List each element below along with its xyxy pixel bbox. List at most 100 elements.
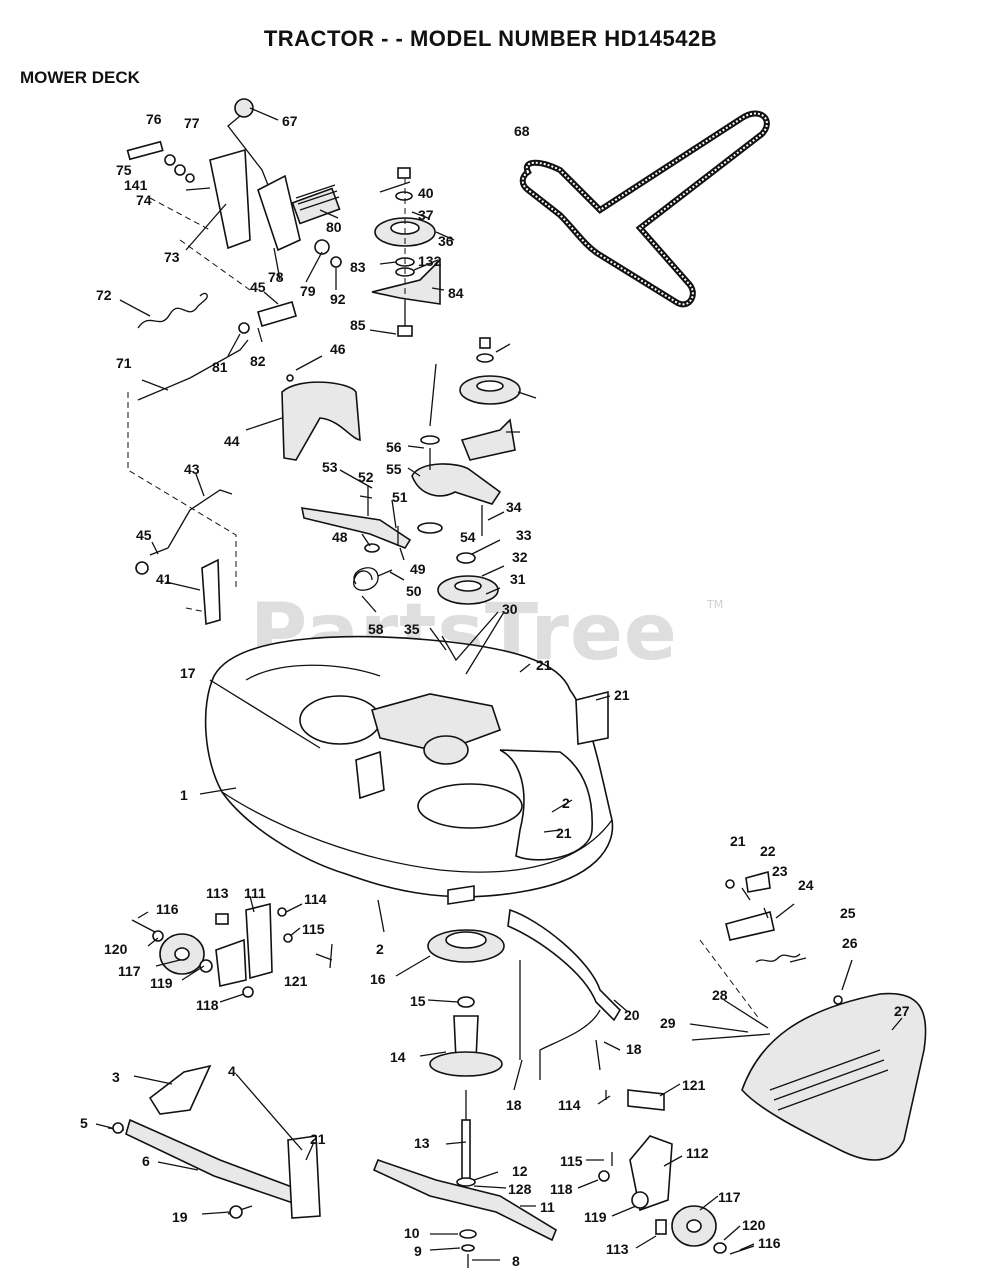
callout-141: 141 xyxy=(124,177,148,193)
drive-belt xyxy=(519,110,770,308)
lift-arm-assembly xyxy=(107,1064,321,1219)
callout-72: 72 xyxy=(96,287,112,303)
callout-73: 73 xyxy=(164,249,180,265)
right-idler-pulley xyxy=(598,1089,755,1255)
callout-51: 51 xyxy=(392,489,408,505)
callout-14: 14 xyxy=(390,1049,406,1065)
callout-114a: 114 xyxy=(304,891,327,907)
callout-48: 48 xyxy=(332,529,348,545)
callout-29: 29 xyxy=(660,1015,676,1031)
callout-2a: 2 xyxy=(562,795,570,811)
callout-75: 75 xyxy=(116,162,132,178)
belt-guard xyxy=(281,374,361,461)
callout-78: 78 xyxy=(268,269,284,285)
callout-5: 5 xyxy=(80,1115,88,1131)
callout-8: 8 xyxy=(512,1253,520,1269)
callout-46: 46 xyxy=(330,341,346,357)
callout-22: 22 xyxy=(760,843,776,859)
callout-44: 44 xyxy=(224,433,240,449)
callout-30: 30 xyxy=(502,601,518,617)
callout-77: 77 xyxy=(184,115,200,131)
callout-31: 31 xyxy=(510,571,526,587)
callout-9: 9 xyxy=(414,1243,422,1259)
callout-118b: 118 xyxy=(550,1181,573,1197)
callout-27: 27 xyxy=(894,1003,910,1019)
lift-handle-assembly xyxy=(126,98,342,291)
callout-120a: 120 xyxy=(104,941,128,957)
spindle-assembly xyxy=(427,929,505,1187)
callout-118a: 118 xyxy=(196,997,219,1013)
callout-114b: 114 xyxy=(558,1097,581,1113)
callout-2b: 2 xyxy=(376,941,384,957)
callout-56: 56 xyxy=(386,439,402,455)
callout-81: 81 xyxy=(212,359,228,375)
callout-21b: 21 xyxy=(614,687,630,703)
callout-11: 11 xyxy=(540,1199,555,1215)
callout-49: 49 xyxy=(410,561,426,577)
front-hanger-bracket xyxy=(507,908,622,1100)
callout-43: 43 xyxy=(184,461,200,477)
callout-132: 132 xyxy=(418,253,442,269)
callout-18b: 18 xyxy=(506,1097,522,1113)
callout-68: 68 xyxy=(514,123,530,139)
watermark-trademark: TM xyxy=(707,598,724,611)
lift-spring-and-rods xyxy=(127,292,297,588)
callout-41: 41 xyxy=(156,571,172,587)
lower-idler-pulley-stack xyxy=(411,337,521,605)
callout-28: 28 xyxy=(712,987,728,1003)
callout-117a: 117 xyxy=(118,963,141,979)
callout-17: 17 xyxy=(180,665,196,681)
callout-116b: 116 xyxy=(758,1235,781,1251)
lift-rod-left xyxy=(135,489,233,626)
callout-83: 83 xyxy=(350,259,366,275)
callout-15: 15 xyxy=(410,993,426,1009)
callout-12: 12 xyxy=(512,1163,528,1179)
callout-116a: 116 xyxy=(156,901,179,917)
callout-40a: 40 xyxy=(418,185,434,201)
mower-deck-housing xyxy=(204,635,614,905)
callout-115b: 115 xyxy=(560,1153,583,1169)
upper-idler-pulley-stack xyxy=(371,167,441,337)
callout-6: 6 xyxy=(142,1153,150,1169)
callout-21c: 21 xyxy=(556,825,572,841)
callout-82: 82 xyxy=(250,353,266,369)
callout-84: 84 xyxy=(448,285,464,301)
callout-121b: 121 xyxy=(682,1077,706,1093)
callout-115a: 115 xyxy=(302,921,325,937)
callout-10: 10 xyxy=(404,1225,420,1241)
callout-71: 71 xyxy=(116,355,132,371)
callout-23: 23 xyxy=(772,863,788,879)
callout-85: 85 xyxy=(350,317,366,333)
callout-33: 33 xyxy=(516,527,532,543)
mower-blade xyxy=(372,1158,557,1268)
callout-55: 55 xyxy=(386,461,402,477)
callout-92: 92 xyxy=(330,291,346,307)
callout-labels: 76 77 67 68 75 141 74 73 80 78 79 92 40 … xyxy=(80,111,910,1269)
callout-16: 16 xyxy=(370,971,386,987)
callout-45b: 45 xyxy=(136,527,152,543)
callout-128: 128 xyxy=(508,1181,532,1197)
callout-79: 79 xyxy=(300,283,316,299)
callout-58: 58 xyxy=(368,621,384,637)
callout-21e: 21 xyxy=(310,1131,326,1147)
callout-50: 50 xyxy=(406,583,422,599)
callout-24: 24 xyxy=(798,877,814,893)
callout-18a: 18 xyxy=(626,1041,642,1057)
callout-76: 76 xyxy=(146,111,162,127)
callout-111: 111 xyxy=(244,885,266,901)
callout-19: 19 xyxy=(172,1209,188,1225)
discharge-chute-assembly xyxy=(691,870,927,1161)
leader-lines xyxy=(95,107,903,1261)
section-heading: MOWER DECK xyxy=(20,68,140,87)
callout-21a: 21 xyxy=(536,657,552,673)
callout-113b: 113 xyxy=(606,1241,629,1257)
callout-3: 3 xyxy=(112,1069,120,1085)
callout-1: 1 xyxy=(180,787,188,803)
callout-32: 32 xyxy=(512,549,528,565)
callout-13: 13 xyxy=(414,1135,430,1151)
callout-80: 80 xyxy=(326,219,342,235)
callout-45a: 45 xyxy=(250,279,266,295)
idler-arm-and-spring xyxy=(300,486,412,591)
callout-121a: 121 xyxy=(284,973,308,989)
